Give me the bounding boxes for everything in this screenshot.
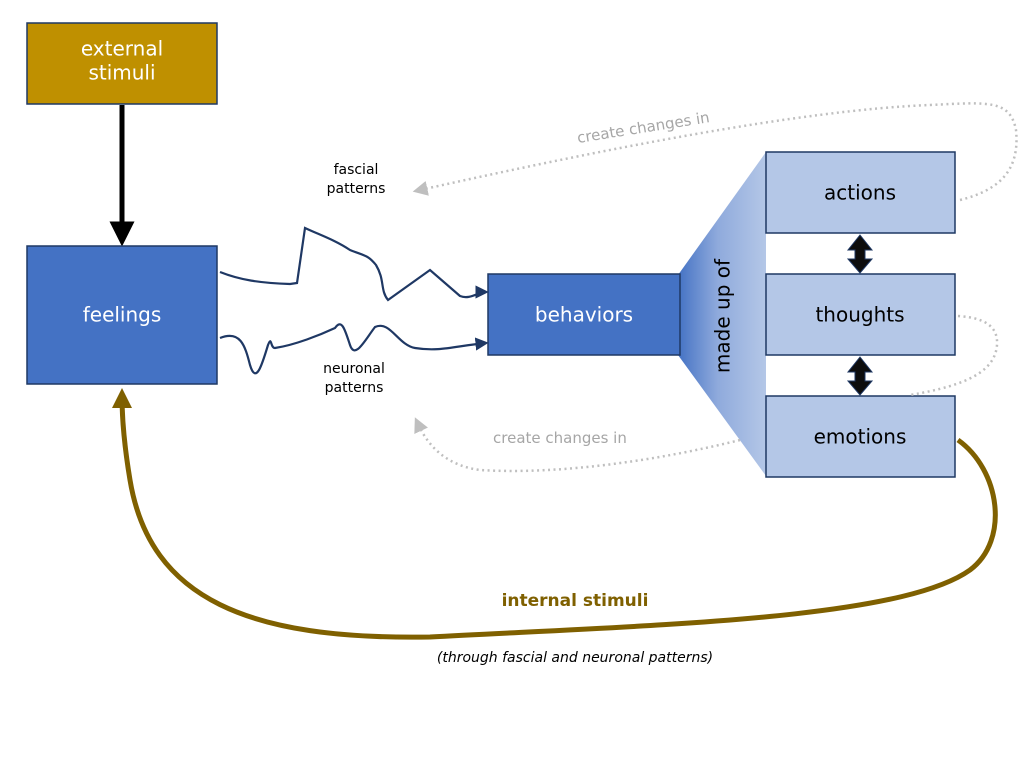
fascial-label-line2: patterns [327,181,386,197]
made-up-of-label: made up of [711,258,735,373]
thoughts-node: thoughts [765,273,956,356]
emotions-label: emotions [814,425,907,449]
thoughts-emotions-double-arrow [846,356,874,396]
actions-node: actions [765,151,956,234]
feelings-node: feelings [26,245,218,385]
neuronal-patterns-connector [219,323,489,375]
internal-stimuli-note: (through fascial and neuronal patterns) [437,650,713,666]
create-changes-top-connector [412,102,1018,202]
made-up-of-funnel [678,152,766,476]
create-changes-top-label: create changes in [576,108,711,147]
thoughts-label: thoughts [815,303,904,327]
actions-thoughts-double-arrow [846,234,874,274]
thoughts-loop-connector [909,314,999,397]
behaviors-label: behaviors [535,303,633,327]
internal-stimuli-connector [112,388,998,640]
external-stimuli-node: external stimuli [26,22,218,105]
actions-label: actions [824,181,896,205]
external-stimuli-label-line1: external [81,37,163,61]
fascial-label-line1: fascial [334,162,379,178]
internal-stimuli-label: internal stimuli [502,591,649,611]
external-stimuli-label-line2: stimuli [88,61,155,85]
create-changes-bottom-connector [414,417,741,473]
feelings-label: feelings [83,303,162,327]
fascial-patterns-connector [219,226,489,302]
create-changes-bottom-label: create changes in [493,429,627,447]
emotions-node: emotions [765,395,956,478]
neuronal-label-line2: patterns [325,380,384,396]
neuronal-label-line1: neuronal [323,361,385,377]
behaviors-node: behaviors [487,273,681,356]
